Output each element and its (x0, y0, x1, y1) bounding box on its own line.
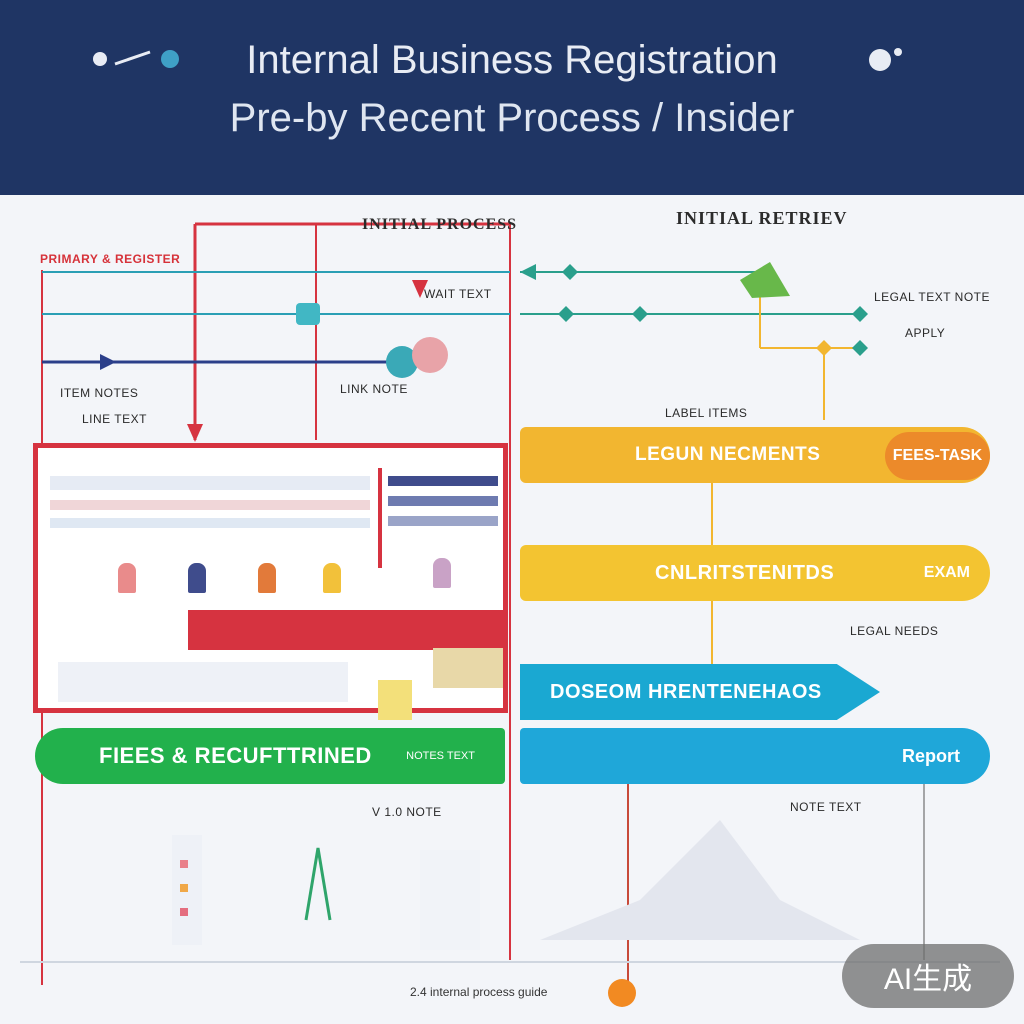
panel-strip-2 (50, 500, 370, 510)
green-diamond-5-icon (852, 340, 868, 356)
panel-beige-card (433, 648, 503, 688)
label-lower-right-note: NOTE TEXT (790, 800, 862, 814)
label-center-note: LINK NOTE (340, 382, 408, 396)
label-lower-center: V 1.0 NOTE (372, 805, 442, 819)
label-top-center: INITIAL PROCESS (362, 216, 518, 233)
step-legal-requirements-label: LEGUN NECMENTS (635, 444, 821, 465)
step-legal-fees-tag[interactable]: FEES-TASK (885, 432, 990, 480)
red-arrow-mid-icon (412, 280, 428, 298)
panel-strip-4 (388, 476, 498, 486)
green-diamond-3-icon (632, 306, 648, 322)
panel-strip-5 (388, 496, 498, 506)
header-banner: Internal Business Registration Pre-by Re… (0, 0, 1024, 195)
label-mid-small: WAIT TEXT (424, 287, 492, 301)
green-diamond-2-icon (558, 306, 574, 322)
panel-strip-1 (50, 476, 370, 490)
step-report[interactable]: Report (520, 728, 990, 784)
label-top-right: INITIAL RETRIEV (676, 208, 848, 228)
label-step-legal: LEGAL NEEDS (850, 624, 939, 638)
footer-node-icon (608, 979, 636, 1007)
lower-mountain-icon (540, 820, 860, 940)
lower-chip-red (180, 860, 188, 868)
lower-chip-pink (180, 908, 188, 916)
green-diamond-1-icon (562, 264, 578, 280)
step-report-label: Report (902, 745, 960, 766)
step-consultation-label: CNLRITSTENITDS (655, 561, 835, 584)
label-right-notes-1: LEGAL TEXT NOTE (874, 290, 990, 304)
green-arrow-up-icon (304, 847, 332, 921)
decorative-ornament-left-icon (93, 50, 179, 68)
panel-person-4 (323, 563, 341, 593)
label-left-note-2: LINE TEXT (82, 412, 147, 426)
page-subtitle: Pre-by Recent Process / Insider (229, 96, 795, 140)
label-left-red: PRIMARY & REGISTER (40, 252, 181, 266)
step-fees-note: NOTES TEXT (406, 750, 475, 762)
green-leaf-icon (740, 262, 790, 298)
footer-note: 2.4 internal process guide (410, 985, 548, 999)
panel-strip-6 (388, 516, 498, 526)
label-right-notes-2: APPLY (905, 326, 946, 340)
navy-arrow-icon (100, 354, 116, 370)
green-diamond-4-icon (852, 306, 868, 322)
panel-strip-3 (50, 518, 370, 528)
red-bubble-icon (412, 337, 448, 373)
panel-yellow-card (378, 680, 412, 720)
step-consultation-tag: EXAM (923, 564, 970, 581)
step-documents-label: DOSEOM HRENTENEHAOS (550, 680, 822, 703)
page-title: Internal Business Registration (246, 38, 778, 82)
step-fees-label: FIEES & RECUFTTRINED (99, 743, 372, 768)
panel-person-2 (188, 563, 206, 593)
panel-person-1 (118, 563, 136, 593)
green-arrow-left-icon (520, 264, 536, 280)
teal-bubble-icon (386, 346, 418, 378)
teal-node-icon (296, 303, 320, 325)
step-consultation[interactable]: CNLRITSTENITDS EXAM (520, 545, 990, 601)
red-arrow-down-icon (187, 424, 203, 442)
lower-list-panel-2 (420, 850, 480, 950)
label-mid-small-2: LABEL ITEMS (665, 406, 748, 420)
step-fees-requirements[interactable]: FIEES & RECUFTTRINED NOTES TEXT (35, 728, 505, 784)
panel-divider (378, 468, 382, 568)
registration-panel (33, 443, 508, 720)
panel-red-bar (188, 610, 508, 650)
ai-generated-watermark: AI生成 (842, 944, 1014, 1008)
decorative-ornament-right-icon (869, 48, 902, 71)
lower-chip-orange (180, 884, 188, 892)
label-left-note-1: ITEM NOTES (60, 386, 139, 400)
panel-person-3 (258, 563, 276, 593)
panel-bottom-strip (58, 662, 348, 702)
step-documents[interactable]: DOSEOM HRENTENEHAOS (520, 664, 880, 720)
panel-person-5 (433, 558, 451, 588)
